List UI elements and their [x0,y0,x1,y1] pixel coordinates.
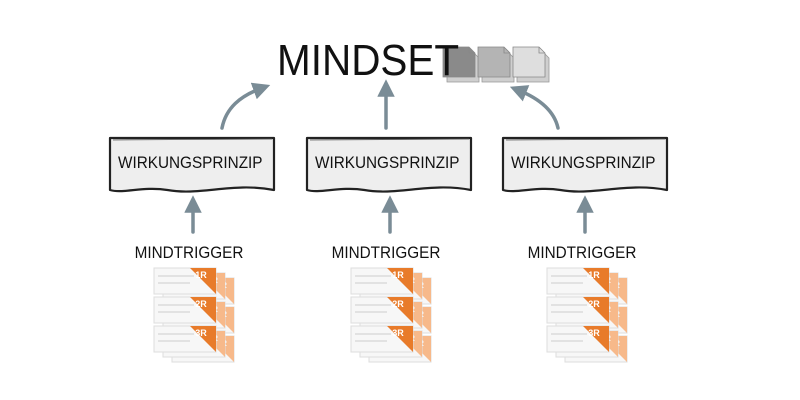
card-code: 2R [392,299,404,309]
page-stack-2 [477,46,515,83]
trigger-card: 2R [350,296,414,324]
arrows-to-principles [184,195,594,234]
trigger-card: 3R [350,325,414,353]
card-corner [583,268,609,294]
card-code: 2R [588,299,600,309]
trigger-card: 3R [153,325,217,353]
principle-box-1 [108,136,276,193]
card-corner [190,268,216,294]
trigger-card-stacks: RR1RRR2RRR3R RR1RRR2RRR3R RR1RRR2RRR3R [153,267,628,363]
trigger-label-1: MINDTRIGGER [134,243,244,262]
card-stack-1: RR1RRR2RRR3R [153,267,235,363]
principle-label-1: WIRKUNGSPRINZIP [118,153,263,172]
arrow-left [220,82,271,130]
card-code: 3R [392,328,404,338]
card-stack-3: RR1RRR2RRR3R [546,267,628,363]
sketch-line [505,138,666,141]
card-corner [583,297,609,323]
page-front [512,46,546,78]
principle-boxes [108,136,669,193]
card-code: 2R [195,299,207,309]
card-corner [387,326,413,352]
page-fold [538,47,545,54]
trigger-card: 3R [546,325,610,353]
trigger-card: 2R [153,296,217,324]
trigger-card: 2R [546,296,610,324]
card-code: 1R [392,270,404,280]
principle-box-3 [501,136,669,193]
page-fold [468,47,475,54]
trigger-card: 1R [350,267,414,295]
card-corner [387,268,413,294]
arrows-to-mindset [220,79,560,130]
card-code: 3R [588,328,600,338]
card-corner [190,297,216,323]
trigger-label-2: MINDTRIGGER [331,243,441,262]
page-stack-3 [512,46,550,83]
diagram-title: MINDSET [277,36,460,85]
card-code: 1R [588,270,600,280]
card-code: 1R [195,270,207,280]
arrow-right [509,85,560,130]
principle-box-2 [305,136,473,193]
page-front [477,46,511,78]
principle-label-2: WIRKUNGSPRINZIP [315,153,460,172]
card-corner [387,297,413,323]
trigger-card: 1R [546,267,610,295]
sketch-line [309,138,470,141]
trigger-label-3: MINDTRIGGER [527,243,637,262]
card-corner [190,326,216,352]
card-corner [583,326,609,352]
page-front [442,46,476,78]
stacked-pages-icon [442,46,550,83]
card-stack-2: RR1RRR2RRR3R [350,267,432,363]
principle-label-3: WIRKUNGSPRINZIP [511,153,656,172]
sketch-line [112,138,273,141]
page-stack-1 [442,46,480,83]
page-fold [503,47,510,54]
trigger-card: 1R [153,267,217,295]
card-code: 3R [195,328,207,338]
